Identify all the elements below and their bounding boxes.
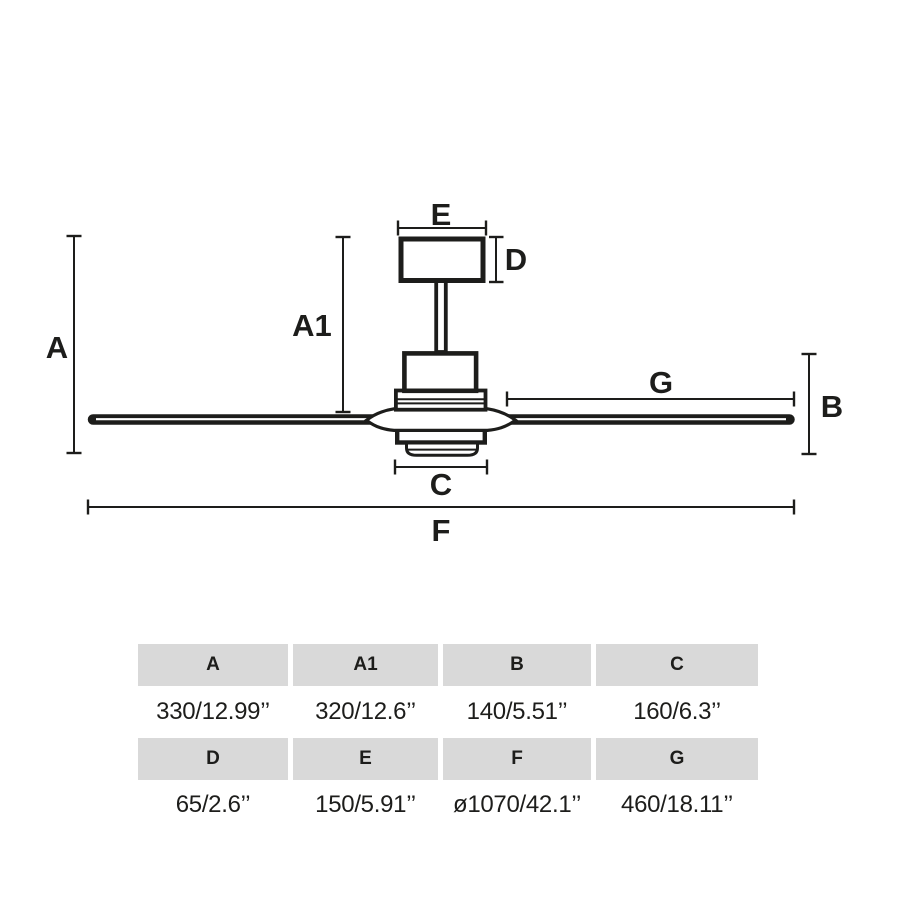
table-value-cell: 160/6.3’’	[596, 686, 758, 738]
table-header-cell: D	[138, 738, 288, 780]
light-kit	[405, 441, 479, 457]
table-value-cell: 150/5.91’’	[293, 780, 438, 830]
dimension-line-f	[86, 499, 796, 515]
motor-housing	[402, 351, 479, 394]
dimension-line-a1	[335, 235, 351, 414]
table-value-cell: 330/12.99’’	[138, 686, 288, 738]
table-value-cell: 65/2.6’’	[138, 780, 288, 830]
fan-drawing	[87, 236, 795, 457]
motor-collar	[393, 388, 488, 412]
table-header-cell: A	[138, 644, 288, 686]
table-value-cell: 460/18.11’’	[596, 780, 758, 830]
table-header-cell: C	[596, 644, 758, 686]
downrod	[434, 278, 448, 354]
dimension-lines	[66, 220, 817, 515]
table-value-cell: 140/5.51’’	[443, 686, 591, 738]
hub-skirt	[363, 407, 519, 432]
dimension-label-c: C	[430, 467, 452, 502]
dimension-label-d: D	[505, 242, 527, 277]
dimension-labels: A A1 E D G B C F	[46, 197, 843, 548]
dimensions-table: A A1 B C 330/12.99’’ 320/12.6’’ 140/5.51…	[138, 644, 758, 830]
dimension-label-g: G	[649, 365, 673, 400]
dimension-line-b	[801, 352, 817, 456]
table-header-cell: F	[443, 738, 591, 780]
dimension-label-f: F	[432, 513, 451, 548]
dimension-line-g	[505, 391, 796, 407]
dimension-line-a	[66, 234, 82, 455]
dimension-line-e	[396, 220, 488, 236]
table-value-cell: ø1070/42.1’’	[443, 780, 591, 830]
table-header-cell: A1	[293, 644, 438, 686]
table-header-cell: G	[596, 738, 758, 780]
dimension-label-a1: A1	[292, 308, 332, 343]
dimension-line-c	[393, 459, 489, 475]
dimension-label-b: B	[821, 389, 843, 424]
ceiling-canopy	[398, 236, 486, 283]
dimension-label-a: A	[46, 330, 68, 365]
dimension-line-d	[489, 235, 504, 284]
table-value-cell: 320/12.6’’	[293, 686, 438, 738]
table-header-cell: E	[293, 738, 438, 780]
table-header-cell: B	[443, 644, 591, 686]
dimension-label-e: E	[431, 197, 452, 232]
fan-dimension-diagram: A A1 E D G B C F	[46, 197, 843, 548]
